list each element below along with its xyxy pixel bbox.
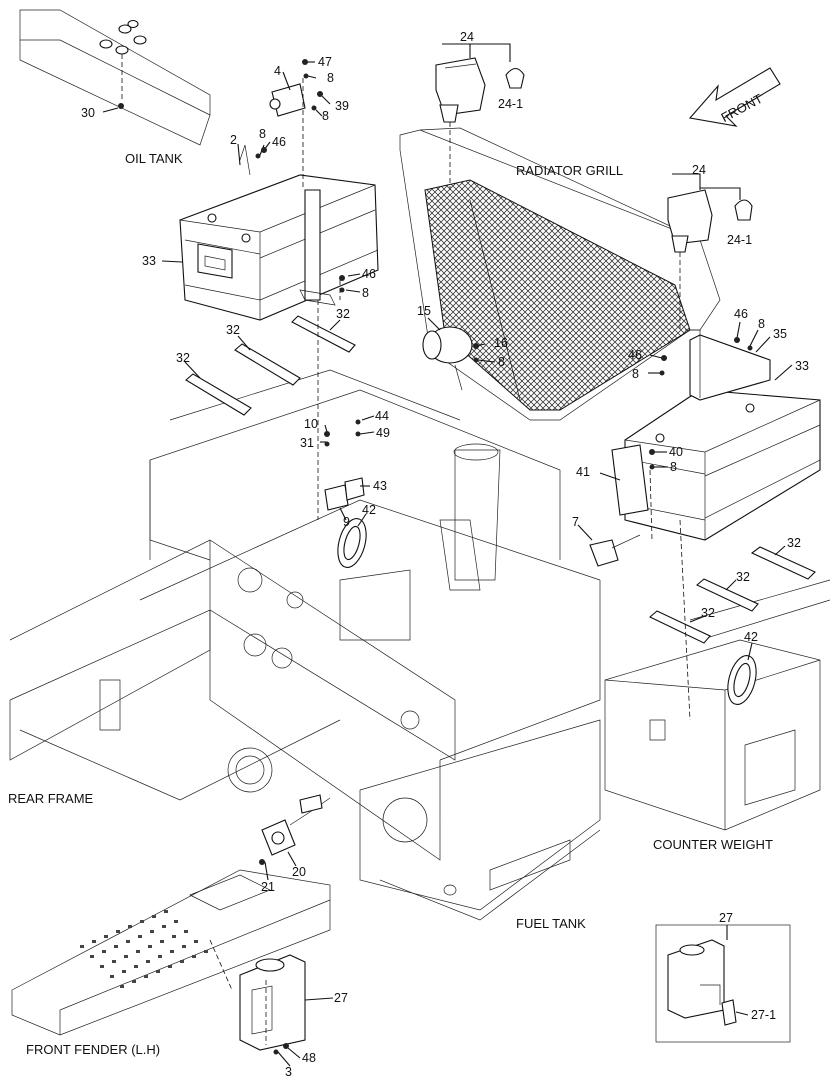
work-lamp-upper [435,57,525,190]
callout-46: 46 [272,135,286,149]
label-front-fender: FRONT FENDER (L.H) [26,1042,160,1057]
callout-32: 32 [736,570,750,584]
relay-4 [269,83,306,117]
battery-left [179,144,379,321]
fasteners [118,59,753,1055]
callout-7: 7 [572,515,579,529]
hour-meter-20 [261,794,331,856]
callout-21: 21 [261,880,275,894]
detail-inset-27 [655,924,791,1043]
callout-42: 42 [362,503,376,517]
label-fuel-tank: FUEL TANK [516,916,586,931]
callout-33: 33 [142,254,156,268]
callout-35: 35 [773,327,787,341]
callout-43: 43 [373,479,387,493]
callout-8: 8 [632,367,639,381]
callout-15: 15 [417,304,431,318]
callout-10: 10 [304,417,318,431]
callout-27-1: 27-1 [751,1008,776,1022]
callout-40: 40 [669,445,683,459]
callout-24-1: 24-1 [727,233,752,247]
callout-3: 3 [285,1065,292,1079]
front-direction-arrow: FRONT [688,67,781,127]
callout-46: 46 [628,348,642,362]
battery-brackets [299,289,701,516]
assembly-lines [209,78,691,1045]
work-lamp-lower [667,189,753,330]
callout-41: 41 [576,465,590,479]
label-oil-tank: OIL TANK [125,151,183,166]
callout-33: 33 [795,359,809,373]
callout-16: 16 [494,336,508,350]
callout-31: 31 [300,436,314,450]
callout-32: 32 [226,323,240,337]
label-rear-frame: REAR FRAME [8,791,94,806]
rear-frame [9,369,601,861]
callout-8: 8 [670,460,677,474]
callout-32: 32 [336,307,350,321]
callout-2: 2 [230,133,237,147]
fuel-tank-body [359,719,601,921]
fender-grip-pattern [80,910,208,988]
callout-20: 20 [292,865,306,879]
insulating-pads [185,315,816,644]
callout-8: 8 [758,317,765,331]
horn-15 [422,326,473,391]
callout-8: 8 [259,127,266,141]
callout-24: 24 [692,163,706,177]
callout-42: 42 [744,630,758,644]
callout-47: 47 [318,55,332,69]
callout-numbers: 30 4 47 8 39 8 2 8 46 24 24-1 24 24-1 33… [81,30,809,1079]
callout-24: 24 [460,30,474,44]
callout-44: 44 [375,409,389,423]
front-fender-body [11,869,331,1036]
callout-4: 4 [274,64,281,78]
callout-48: 48 [302,1051,316,1065]
callout-46: 46 [362,267,376,281]
callout-39: 39 [335,99,349,113]
counter-weight-body [604,579,831,831]
label-radiator-grill: RADIATOR GRILL [516,163,623,178]
grommets-42 [337,518,757,705]
callout-32: 32 [787,536,801,550]
callout-32: 32 [176,351,190,365]
washer-tank-27 [239,954,306,1051]
callout-49: 49 [376,426,390,440]
callout-27: 27 [719,911,733,925]
upper-left-bracket [19,9,211,146]
switch-9-43 [324,477,365,511]
callout-8: 8 [362,286,369,300]
callout-32: 32 [701,606,715,620]
label-counter-weight: COUNTER WEIGHT [653,837,773,852]
callout-8: 8 [322,109,329,123]
callout-8: 8 [327,71,334,85]
sensor-7 [589,534,641,567]
callout-8: 8 [498,355,505,369]
callout-30: 30 [81,106,95,120]
callout-24-1: 24-1 [498,97,523,111]
callout-9: 9 [343,515,350,529]
callout-27: 27 [334,991,348,1005]
callout-46: 46 [734,307,748,321]
